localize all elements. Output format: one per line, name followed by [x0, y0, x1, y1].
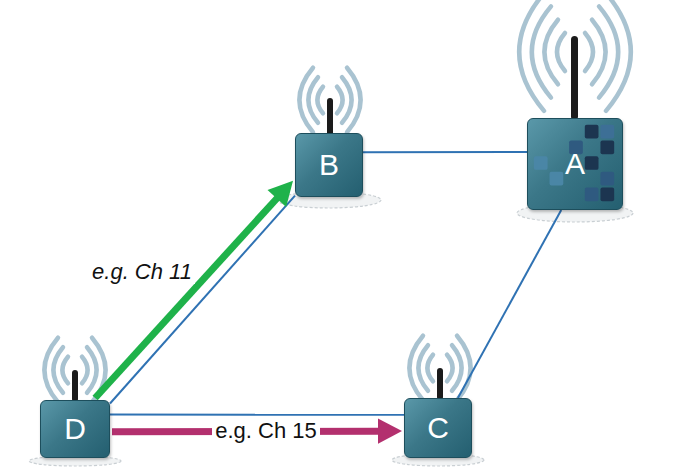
radio-wave [342, 77, 352, 123]
radio-wave [585, 33, 593, 71]
chip-square [600, 141, 614, 155]
radio-wave [337, 87, 343, 114]
chip-square [550, 172, 564, 186]
arrowhead [268, 181, 293, 207]
node-letter: B [319, 150, 339, 180]
radio-wave [418, 345, 428, 391]
node-letter: C [427, 413, 449, 443]
radio-wave [53, 347, 63, 393]
router-box: D [40, 400, 110, 458]
radio-wave [427, 355, 433, 382]
antenna [72, 370, 78, 402]
link-line [363, 152, 527, 153]
chip-square [585, 125, 599, 139]
radio-wave [592, 20, 606, 85]
device-shadows [29, 192, 633, 466]
radio-wave [557, 33, 565, 71]
channel-arrow [112, 419, 402, 444]
connector-line [95, 197, 278, 398]
antennas [72, 36, 578, 402]
radio-wave [544, 20, 558, 85]
antenna [571, 36, 578, 120]
channel-label: e.g. Ch 15 [212, 419, 320, 442]
channel-label: e.g. Ch 11 [89, 260, 195, 283]
radio-waves [44, 0, 630, 402]
connector-line [110, 414, 404, 416]
radio-wave [457, 336, 471, 401]
chip-square [600, 187, 614, 201]
radio-wave [82, 357, 88, 384]
gateway-box: A [527, 118, 623, 210]
antenna [327, 98, 333, 136]
link-line [110, 414, 404, 415]
radio-wave [447, 355, 453, 382]
chip-square [600, 125, 614, 139]
node-letter: D [64, 414, 86, 444]
radio-wave [519, 0, 544, 111]
radio-wave [599, 6, 618, 97]
connector-line [110, 196, 295, 404]
chip-square [585, 187, 599, 201]
radio-wave [317, 87, 323, 114]
node-letter: A [565, 149, 585, 179]
connector-line [363, 151, 527, 153]
radio-wave [62, 357, 68, 384]
radio-wave [87, 347, 97, 393]
radio-wave [299, 68, 313, 133]
connector-line [458, 210, 561, 398]
chip-square [585, 156, 599, 170]
antenna [437, 368, 443, 400]
channel-arrow [95, 181, 293, 398]
radio-wave [606, 0, 631, 111]
radio-wave [308, 77, 318, 123]
link-line [110, 196, 295, 404]
radio-wave [409, 336, 423, 401]
chip-square [600, 172, 614, 186]
radio-wave [44, 338, 58, 403]
router-box: B [295, 133, 363, 197]
chip-square [534, 156, 548, 170]
radio-wave [347, 68, 361, 133]
router-box: C [404, 398, 472, 458]
radio-wave [452, 345, 462, 391]
radio-wave [532, 6, 551, 97]
arrowhead [378, 419, 402, 444]
link-line [458, 210, 561, 398]
